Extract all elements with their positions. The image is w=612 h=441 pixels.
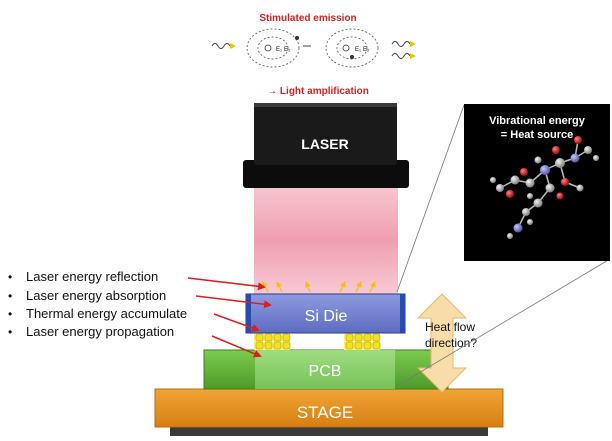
bullet-list: • Laser energy reflection • Laser energy… [8, 269, 187, 339]
atom-1-e2-label: E₂ [284, 47, 291, 53]
laser-beam [254, 186, 398, 294]
bullet-2-marker: • [8, 289, 12, 303]
pcb-label: PCB [309, 363, 342, 380]
bullet-4-marker: • [8, 325, 12, 339]
atom-1-icon: E₁ E₂ [246, 28, 300, 68]
light-amplification-label: → Light amplification [267, 86, 369, 97]
si-die: Si Die [245, 293, 406, 334]
stimulated-emission-illustration: Stimulated emission E₁ E₂ E₁ E₂ → Li [211, 13, 416, 97]
atom-2-e2-label: E₂ [363, 47, 370, 53]
stimulated-emission-title: Stimulated emission [259, 13, 356, 24]
vibrational-energy-inset: Vibrational energy = Heat source [396, 104, 611, 387]
si-die-label: Si Die [305, 308, 348, 325]
bullet-1-text: Laser energy reflection [26, 269, 158, 284]
inset-title-line1: Vibrational energy [489, 115, 586, 127]
outgoing-photon-icon [391, 41, 411, 47]
atom-1-e1-label: E₁ [276, 47, 282, 53]
heat-flow-label-line2: direction? [425, 336, 477, 350]
incoming-photon-icon [211, 43, 231, 49]
laser-head: LASER [243, 103, 409, 188]
stage-label: STAGE [297, 403, 353, 422]
atom-2-icon: E₁ E₂ [325, 28, 379, 68]
bullet-4-text: Laser energy propagation [26, 324, 174, 339]
bullet-3-marker: • [8, 307, 12, 321]
solder-bumps [254, 333, 381, 350]
inset-title-line2: = Heat source [501, 129, 573, 141]
bullet-1-marker: • [8, 270, 12, 284]
bullet-2-text: Laser energy absorption [26, 288, 166, 303]
stage: STAGE [154, 388, 504, 436]
heat-flow-label-line1: Heat flow [425, 320, 475, 334]
molecule-icon [490, 136, 599, 239]
pcb: PCB [203, 349, 449, 390]
atom-2-e1-label: E₁ [355, 47, 361, 53]
pointer-arrows [187, 277, 272, 358]
bullet-3-text: Thermal energy accumulate [26, 306, 187, 321]
laser-label: LASER [301, 136, 348, 152]
heat-flow-arrow [416, 293, 468, 393]
